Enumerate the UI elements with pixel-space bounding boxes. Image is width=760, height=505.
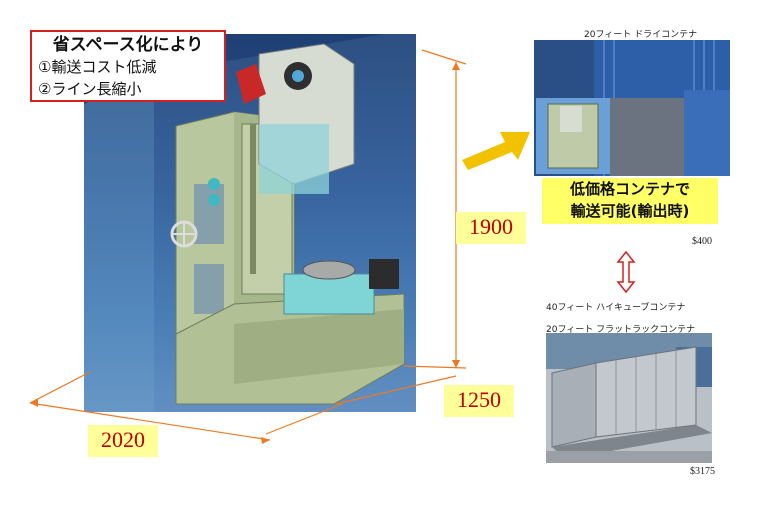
dimension-width-label: 2020: [88, 425, 158, 457]
flat-rack-price: $3175: [690, 466, 715, 477]
cheap-note-line-2: 輸送可能(輸出時): [570, 202, 690, 220]
dimension-height-label: 1900: [456, 212, 526, 244]
flat-rack-caption: 20フィート フラットラックコンテナ: [546, 325, 696, 335]
callout-item-line: ②ライン長縮小: [38, 80, 142, 98]
transfer-arrow-icon: [462, 132, 530, 170]
machine-render-image: [84, 34, 416, 412]
flat-rack-photo: [546, 333, 712, 463]
space-saving-callout: 省スペース化により ①輸送コスト低減 ②ライン長縮小: [30, 30, 226, 102]
dry-container-photo: [534, 40, 730, 176]
dry-container-price: $400: [692, 236, 712, 247]
double-arrow-icon: [616, 250, 636, 294]
cheap-note-line-1: 低価格コンテナで: [569, 180, 690, 198]
callout-item-cost: ①輸送コスト低減: [38, 58, 157, 76]
dry-container-caption: 20フィート ドライコンテナ: [584, 30, 698, 40]
cheap-container-note: 低価格コンテナで 輸送可能(輸出時): [542, 178, 718, 224]
dimension-depth-label: 1250: [444, 385, 514, 417]
high-cube-caption: 40フィート ハイキューブコンテナ: [546, 303, 686, 313]
callout-title: 省スペース化により: [52, 35, 204, 55]
